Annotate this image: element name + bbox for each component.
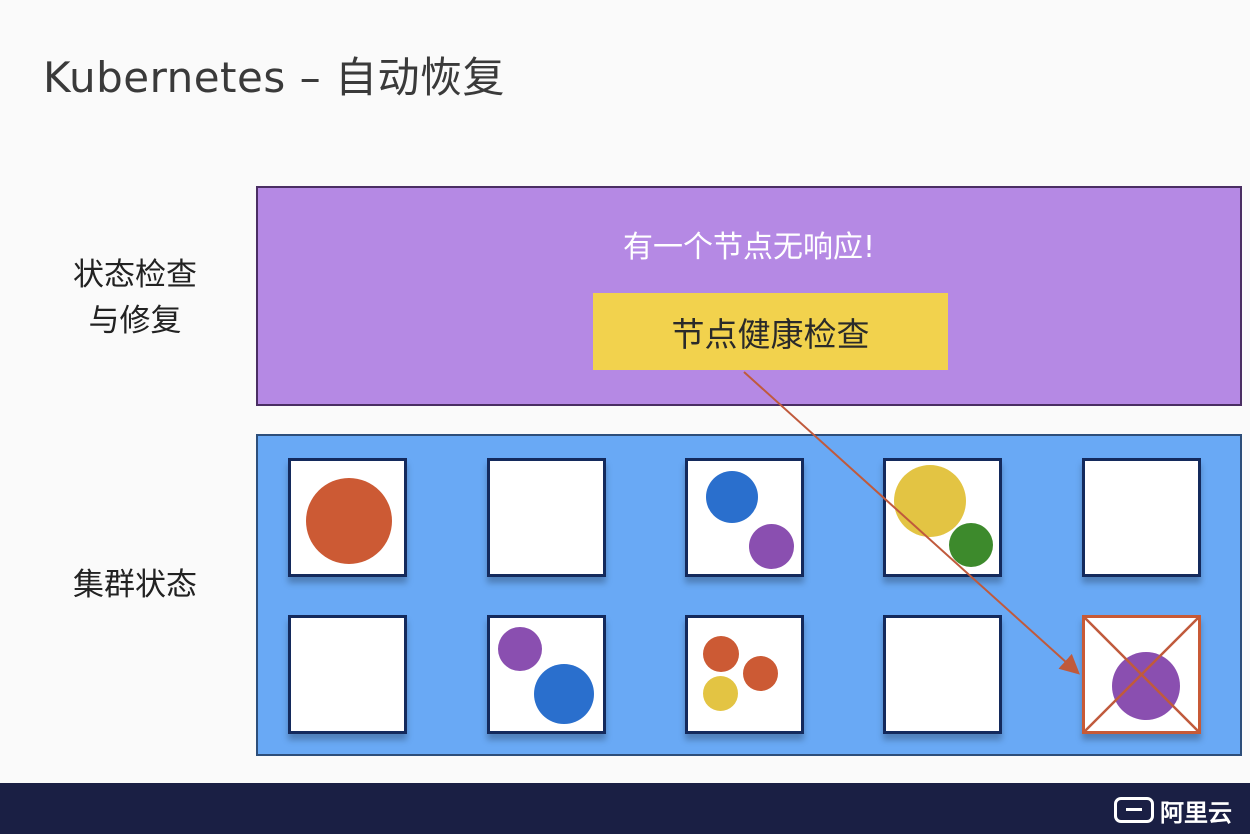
health-check-label-line2: 与修复 [88, 303, 182, 339]
cluster-state-label: 集群状态 [73, 567, 197, 603]
pod-purple [749, 524, 794, 569]
node-health-check-box: 节点健康检查 [593, 293, 948, 370]
node-2 [487, 458, 606, 577]
node-1 [288, 458, 407, 577]
pod-green [949, 523, 993, 567]
aliyun-logo: 阿里云 [1114, 793, 1232, 827]
node-8 [685, 615, 804, 734]
pod-orange-small [703, 636, 739, 672]
aliyun-logo-icon [1114, 797, 1154, 823]
footer-bar [0, 783, 1250, 834]
node-4 [883, 458, 1002, 577]
brand-name: 阿里云 [1160, 798, 1232, 827]
node-3 [685, 458, 804, 577]
node-6 [288, 615, 407, 734]
pod-blue [706, 471, 758, 523]
pod-yellow-small [703, 676, 738, 711]
health-check-label-line1: 状态检查 [73, 257, 197, 293]
pod-purple [498, 627, 542, 671]
health-check-label: 状态检查 与修复 [50, 252, 220, 344]
pod-purple-orphaned [1112, 652, 1180, 720]
failed-node [1082, 615, 1201, 734]
pod-blue-large [534, 664, 594, 724]
node-9 [883, 615, 1002, 734]
pod-yellow-large [894, 465, 966, 537]
node-7 [487, 615, 606, 734]
node-5 [1082, 458, 1201, 577]
slide-title: Kubernetes – 自动恢复 [43, 53, 505, 102]
unresponsive-node-alert: 有一个节点无响应! [622, 230, 876, 265]
red-x-icon [1085, 618, 1198, 731]
pod-orange-small [743, 656, 778, 691]
pod-orange-large [306, 478, 392, 564]
